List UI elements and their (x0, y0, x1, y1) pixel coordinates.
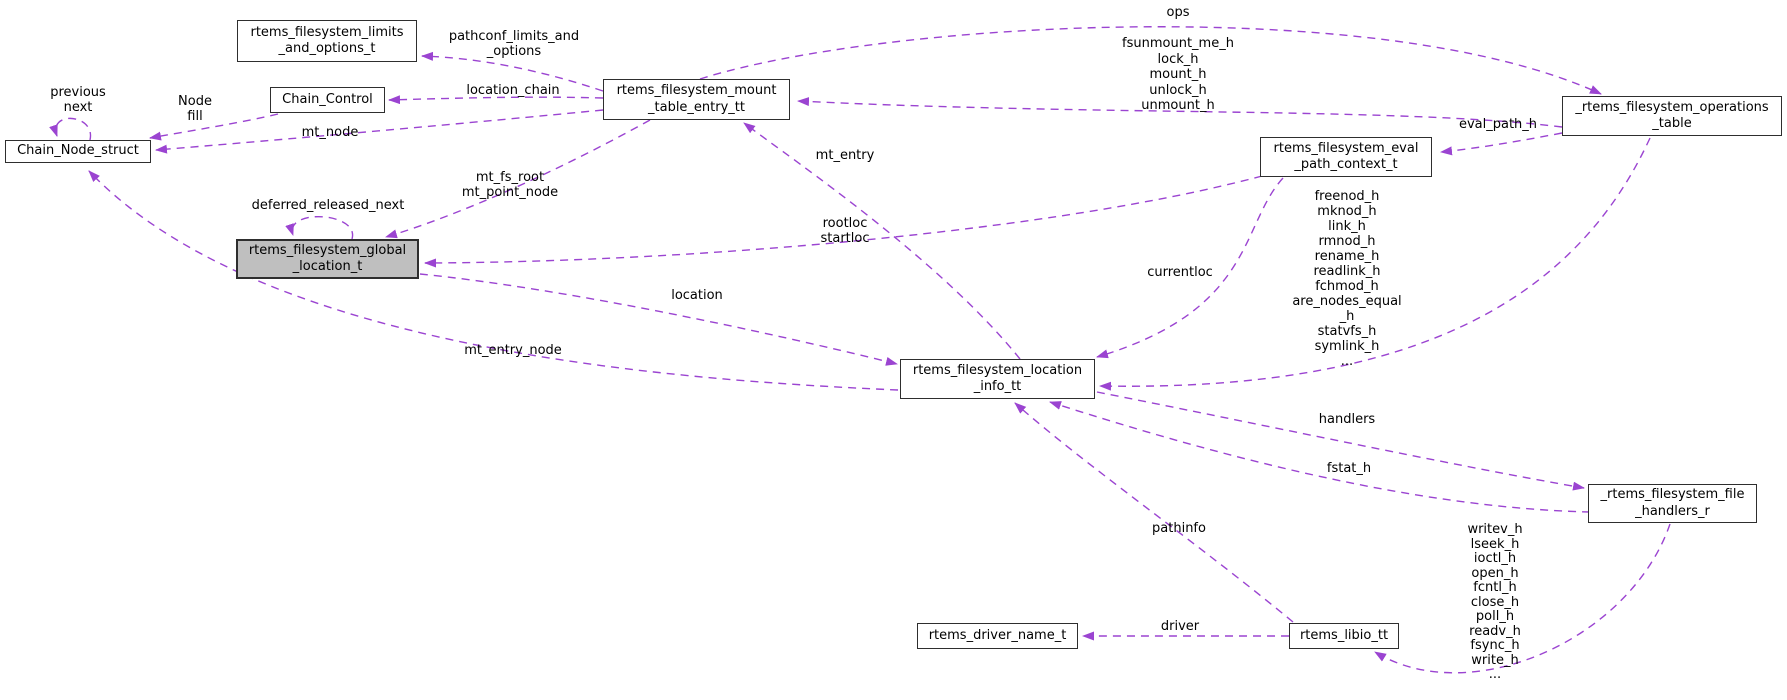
edge-fstat-h (1049, 401, 1591, 513)
edge-rootloc-startloc (424, 175, 1263, 268)
node-rtems-filesystem-eval-path-context-t[interactable]: rtems_filesystem_eval _path_context_t (1260, 137, 1432, 177)
node-rtems-filesystem-location-info-tt[interactable]: rtems_filesystem_location _info_tt (900, 359, 1095, 399)
edge-mt-node (155, 109, 604, 154)
edge-mt-entry-node (88, 170, 899, 391)
node-rtems-libio-tt[interactable]: rtems_libio_tt (1289, 623, 1399, 649)
edge-fsunmount-hooks (797, 97, 1563, 128)
edge-location-chain (388, 95, 604, 105)
edge-eval-path-h (1440, 132, 1563, 156)
node-chain-node-struct[interactable]: Chain_Node_struct (5, 140, 151, 163)
edge-node-fill (149, 113, 279, 141)
edge-freenod-hooks (1099, 137, 1651, 391)
edge-handlers (1096, 391, 1585, 491)
node-chain-control[interactable]: Chain_Control (270, 87, 385, 113)
edge-mt-entry (743, 122, 1021, 360)
node-rtems-filesystem-global-location-t[interactable]: rtems_filesystem_global _location_t (236, 239, 419, 279)
edge-ops (699, 26, 1602, 95)
edge-pathinfo (1014, 402, 1294, 623)
node-rtems-driver-name-t[interactable]: rtems_driver_name_t (917, 623, 1078, 649)
node-rtems-filesystem-operations-table[interactable]: _rtems_filesystem_operations _table (1562, 96, 1782, 136)
edge-self-previous-next (49, 117, 92, 141)
edge-writev-hooks (1374, 523, 1671, 674)
edge-mt-fs-root (385, 119, 651, 239)
node-rtems-filesystem-mount-table-entry-tt[interactable]: rtems_filesystem_mount _table_entry_tt (603, 79, 790, 120)
edge-self-deferred-released-next (285, 216, 354, 240)
node-rtems-filesystem-limits-and-options-t[interactable]: rtems_filesystem_limits _and_options_t (237, 20, 417, 62)
edge-location (419, 273, 898, 366)
edge-pathconf-limits-and-options (421, 51, 604, 92)
node-rtems-filesystem-file-handlers-r[interactable]: _rtems_filesystem_file _handlers_r (1588, 484, 1757, 523)
edge-currentloc (1096, 177, 1284, 359)
